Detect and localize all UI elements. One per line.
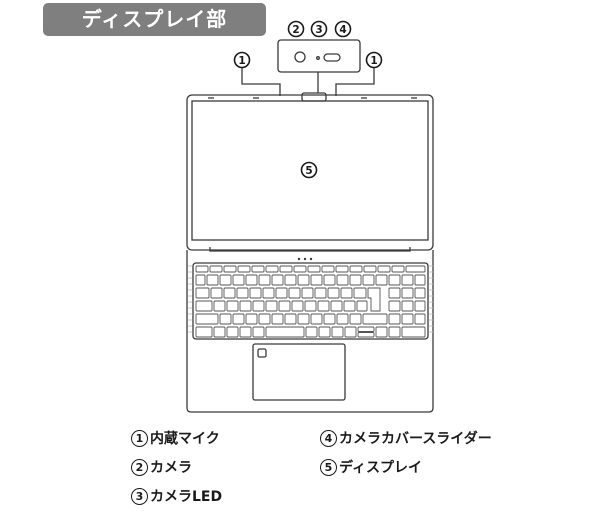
camera-detail-box bbox=[277, 39, 361, 73]
section-title: ディスプレイ部 bbox=[43, 3, 266, 36]
callout-camera-led: 3 bbox=[315, 24, 322, 36]
callout-display: 5 bbox=[305, 165, 312, 177]
keyboard bbox=[195, 265, 426, 338]
callout-mic-right: 1 bbox=[370, 55, 377, 67]
callout-camera: 2 bbox=[292, 24, 299, 36]
callout-camera-cover-slider: 4 bbox=[339, 24, 346, 36]
callout-mic-left: 1 bbox=[238, 55, 245, 67]
touchpad bbox=[252, 343, 346, 401]
laptop-diagram: 1 1 2 3 4 5 bbox=[186, 20, 434, 413]
